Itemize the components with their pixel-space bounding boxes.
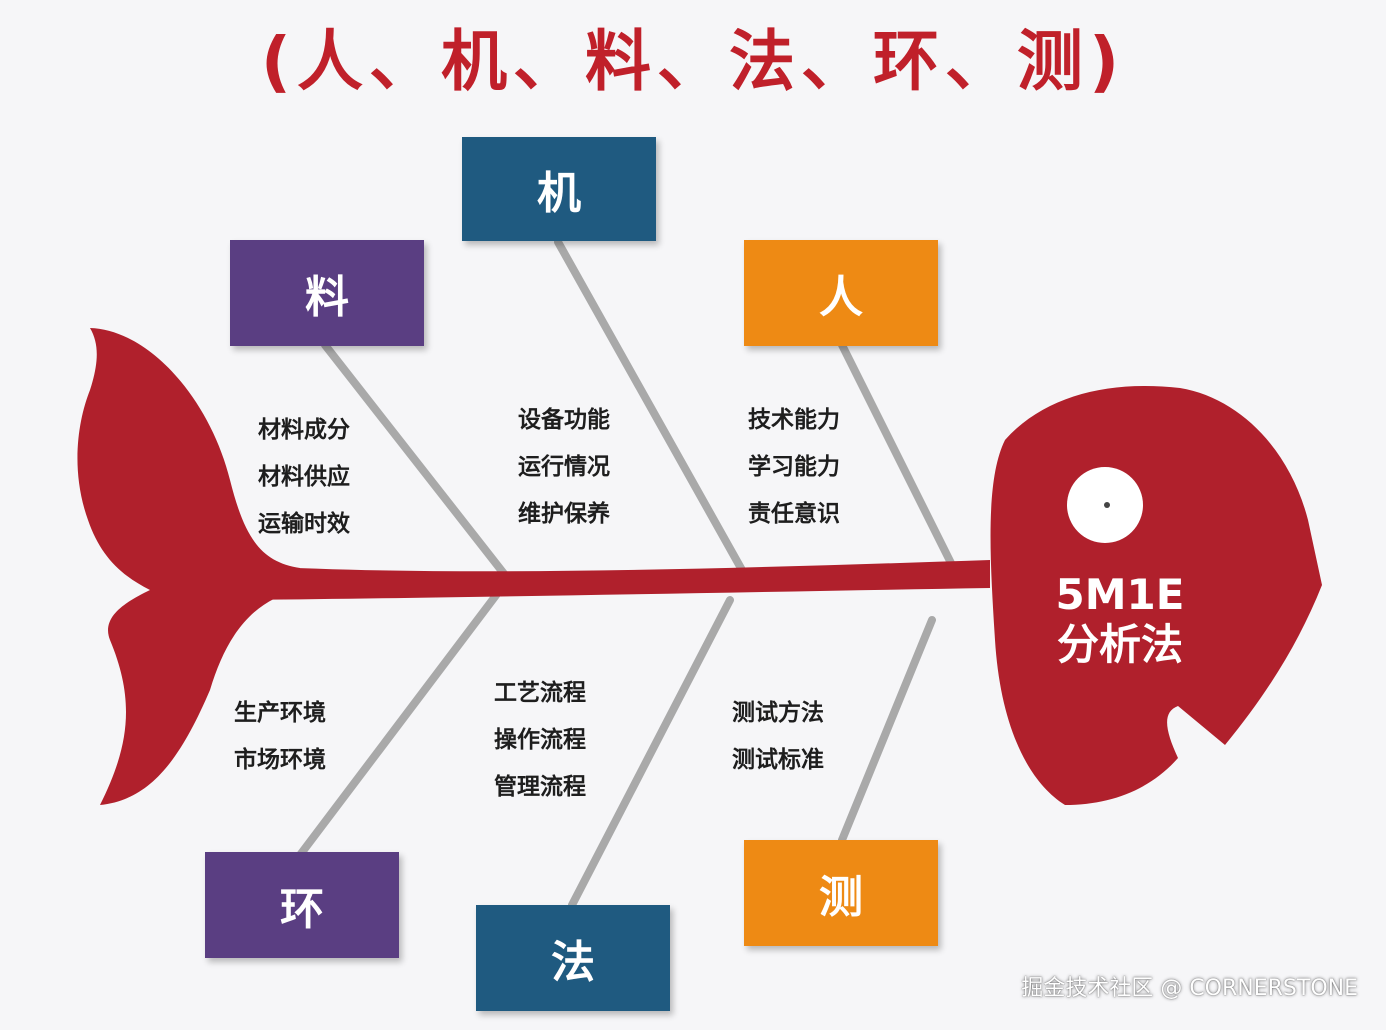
category-box-method: 法 bbox=[476, 905, 670, 1011]
cause-item: 维护保养 bbox=[518, 491, 610, 538]
head-label-line2: 分析法 bbox=[1040, 620, 1200, 670]
fish-eye-pupil bbox=[1104, 502, 1110, 508]
category-label-measurement: 测 bbox=[819, 861, 863, 925]
cause-item: 运行情况 bbox=[518, 444, 610, 491]
page-title: (人、机、料、法、环、测) bbox=[0, 8, 1386, 104]
category-box-man: 人 bbox=[744, 240, 938, 346]
fish-spine bbox=[240, 560, 990, 600]
cause-list-method: 工艺流程 操作流程 管理流程 bbox=[494, 670, 586, 811]
cause-item: 技术能力 bbox=[748, 397, 840, 444]
category-label-machine: 机 bbox=[537, 157, 581, 221]
category-label-man: 人 bbox=[819, 261, 863, 325]
cause-item: 设备功能 bbox=[518, 397, 610, 444]
cause-item: 测试标准 bbox=[732, 737, 824, 784]
cause-item: 管理流程 bbox=[494, 764, 586, 811]
category-box-material: 料 bbox=[230, 240, 424, 346]
cause-list-machine: 设备功能 运行情况 维护保养 bbox=[518, 397, 610, 538]
category-box-machine: 机 bbox=[462, 137, 656, 241]
cause-item: 材料供应 bbox=[258, 454, 350, 501]
category-label-method: 法 bbox=[551, 926, 595, 990]
cause-item: 材料成分 bbox=[258, 407, 350, 454]
bone-material bbox=[325, 345, 505, 575]
category-box-environment: 环 bbox=[205, 852, 399, 958]
cause-item: 操作流程 bbox=[494, 717, 586, 764]
watermark: 掘金技术社区 @ CORNERSTONE bbox=[1021, 970, 1358, 1002]
category-label-material: 料 bbox=[305, 261, 349, 325]
cause-list-measurement: 测试方法 测试标准 bbox=[732, 690, 824, 784]
cause-list-environment: 生产环境 市场环境 bbox=[234, 690, 326, 784]
cause-item: 运输时效 bbox=[258, 501, 350, 548]
bone-environment bbox=[300, 590, 500, 855]
cause-list-man: 技术能力 学习能力 责任意识 bbox=[748, 397, 840, 538]
head-label-line1: 5M1E bbox=[1040, 570, 1200, 620]
cause-item: 市场环境 bbox=[234, 737, 326, 784]
bone-man bbox=[842, 345, 952, 565]
category-box-measurement: 测 bbox=[744, 840, 938, 946]
fish-head-label: 5M1E 分析法 bbox=[1040, 570, 1200, 670]
cause-item: 生产环境 bbox=[234, 690, 326, 737]
category-label-environment: 环 bbox=[280, 873, 324, 937]
cause-item: 工艺流程 bbox=[494, 670, 586, 717]
cause-item: 测试方法 bbox=[732, 690, 824, 737]
cause-list-material: 材料成分 材料供应 运输时效 bbox=[258, 407, 350, 548]
cause-item: 责任意识 bbox=[748, 491, 840, 538]
bone-measurement bbox=[842, 620, 932, 840]
bone-method bbox=[572, 600, 730, 905]
cause-item: 学习能力 bbox=[748, 444, 840, 491]
